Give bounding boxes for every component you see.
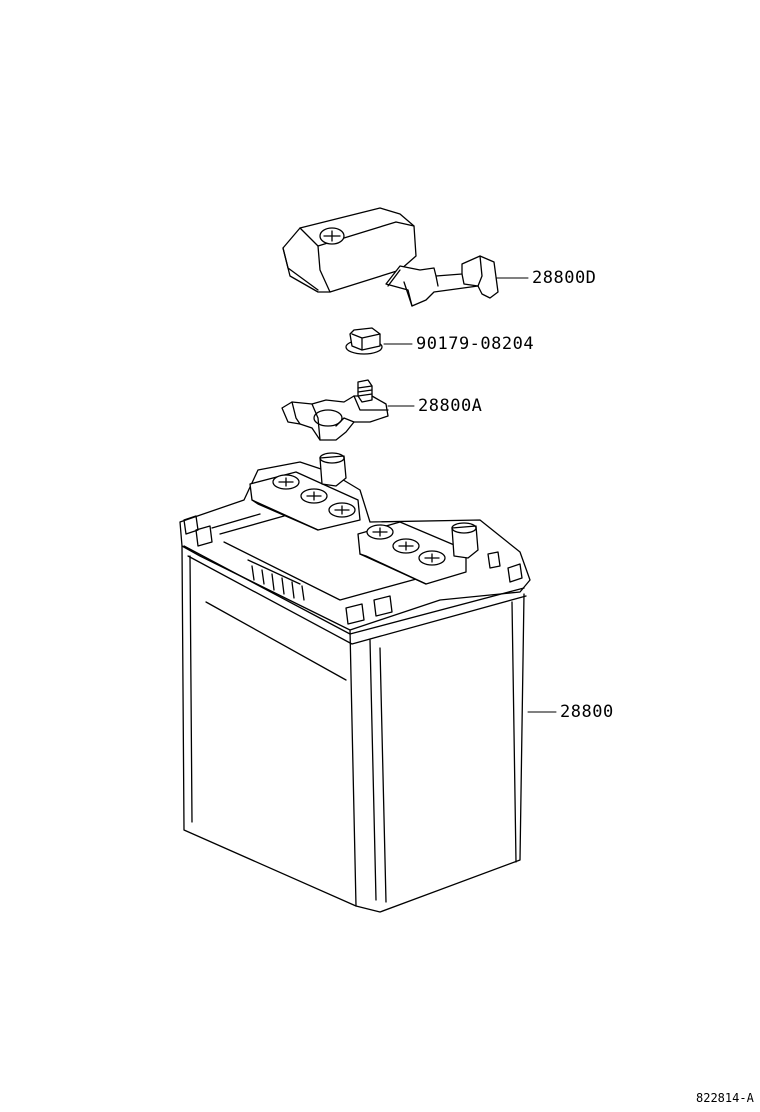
part-number-nut: 90179-08204 [416,334,535,354]
terminal-cover-drawing [282,207,499,307]
battery-drawing [179,452,531,913]
diagram-reference-code: 822814-A [696,1091,754,1105]
part-number-terminal-cover: 28800D [532,268,597,288]
terminal-clamp-drawing [281,379,389,441]
part-number-terminal-clamp: 28800A [418,396,483,416]
nut-drawing [345,327,383,355]
part-number-battery: 28800 [560,702,614,722]
